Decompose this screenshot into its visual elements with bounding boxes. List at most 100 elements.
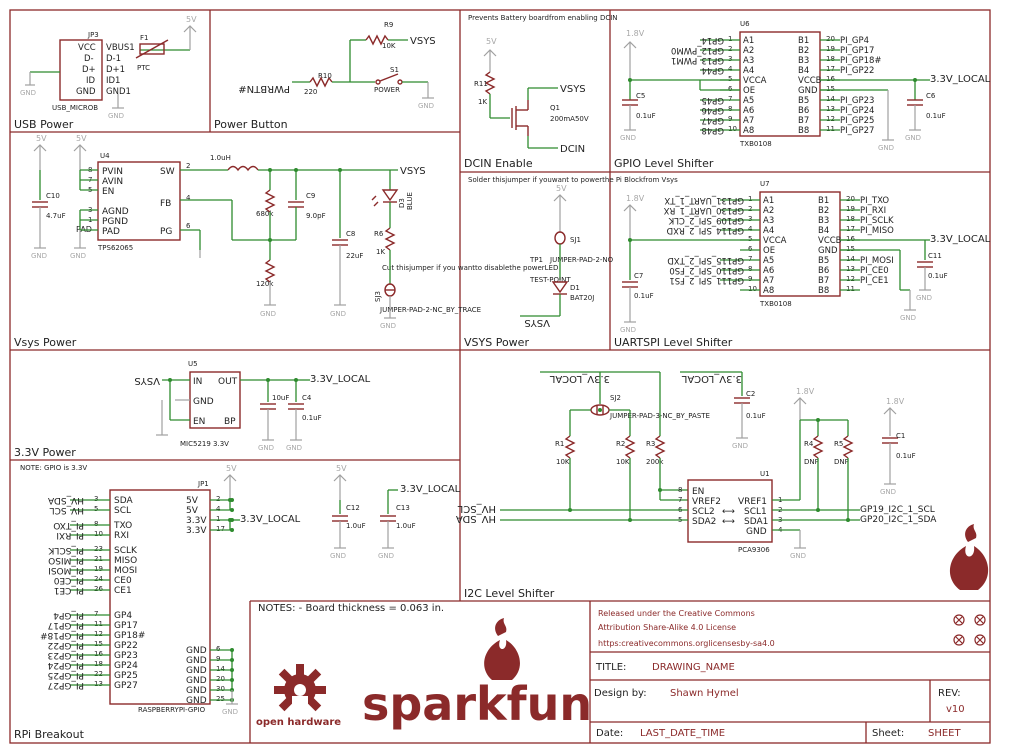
jp1-pin-num: 16 [94,650,103,658]
r5-ref: R5 [834,440,843,448]
i2c-33v-right: 3.3V_LOCAL [681,373,742,384]
open-hardware-text: open hardware [256,717,341,728]
u6-pin-num: 3 [728,55,732,63]
u7-pin-oe: OE [763,246,775,256]
jp1-pin-num: 5 [94,505,98,513]
rev-value: v10 [946,704,965,715]
r10-value: 220 [304,88,317,96]
c13-ref: C13 [396,504,410,512]
license-line3: https:creativecommons.orglicensesby-sa4.… [598,639,775,648]
u6-pin-a8: A8 [743,126,754,136]
uart-shifter-block: U7 TXB0108 A11GP131_UART_1_TXA22GP130_UA… [620,180,991,334]
u7-pin-num: 7 [748,255,752,263]
c7-value: 0.1uF [634,292,654,300]
u4-num-4: 4 [186,194,191,202]
jp1-net-label: PI_RXI [56,530,84,540]
u7-net-label: GP115_SPI_2_TXD [667,255,744,265]
jp1-pin-gp24: GP24 [114,661,138,671]
section-usb-power: USB Power [14,118,74,131]
u7-pin-num: 6 [748,245,753,253]
u6-net-label: GP13_PWM1 [671,55,724,65]
sparkfun-corner-flame-icon [949,524,989,590]
jp1-pin-gnd: GND [186,656,207,666]
jp1-net-label: PI_MOSI [48,565,84,575]
u6-pin-b5: B5 [798,96,809,106]
u5-pin-in: IN [193,377,202,387]
notes: Prevents Battery boardfrom enabling DCIN… [20,14,678,614]
jp1-pin-num: 22 [94,670,103,678]
c10-value: 4.7uF [46,212,66,220]
u7-pin-num: 8 [748,265,752,273]
r3-value: 200k [646,458,664,466]
r9-value: 10K [382,42,396,50]
c9-value: 9.0pF [306,212,326,220]
u6-18v: 1.8V [626,29,645,38]
c7-gnd: GND [620,326,636,334]
u6-pin-num: 9 [728,115,732,123]
sparkfun-flame-icon [484,618,520,680]
u7-pin-num: 19 [846,205,855,213]
c4-value: 0.1uF [302,414,322,422]
u7-ref: U7 [760,180,770,188]
u7-left-pins: A11GP131_UART_1_TXA22GP130_UART_1_RXA33G… [663,195,786,296]
jp1-net-label: PI_GP18# [40,630,84,640]
u6-pin-a1: A1 [743,36,754,46]
r6-value: 1K [376,248,385,256]
jp1-pin-sclk: SCLK [114,546,138,556]
section-i2c-level-shifter: I2C Level Shifter [464,587,555,600]
u6-pin-num: 15 [826,85,835,93]
u4-pin-sw: SW [160,167,175,177]
sheet-value: SHEET [928,728,962,739]
vsys-net-left: VSYS [400,166,426,177]
tp1-value: TEST-POINT [529,276,571,284]
u6-pin-num: 4 [728,65,733,73]
dcin-net: DCIN [560,144,585,155]
license-line1: Released under the Creative Commons [598,609,755,618]
r4-value: DNP [804,458,819,466]
u7-pin-vccb: VCCB [818,236,842,246]
jp1-net-label: PI_GP24 [47,660,84,670]
d3-value: BLUE [406,192,414,210]
u7-part: TXB0108 [759,300,792,308]
dcin-5v: 5V [486,37,497,46]
u6-pin-b4: B4 [798,66,809,76]
c1-ref: C1 [896,432,905,440]
u7-pin-a4: A4 [763,226,774,236]
s1-ref: S1 [390,66,399,74]
u6-pin-b3: B3 [798,56,809,66]
u7-pin-a6: A6 [763,266,774,276]
c11-value: 0.1uF [928,272,948,280]
u7-pin-num: 16 [846,235,855,243]
jp1-left-pins: SDA3HV_SDASCL5HV_SCLTXO8PI_TXORXI10PI_RX… [40,495,145,691]
c6-gnd: GND [905,134,921,142]
d1-ref: D1 [570,284,580,292]
u5-ref: U5 [188,360,198,368]
r1-ref: R1 [555,440,564,448]
u6-pin-b6: B6 [798,106,809,116]
section-rpi-breakout: RPi Breakout [14,728,85,741]
c10-gnd: GND [31,252,47,260]
date-label: Date: [596,728,623,739]
u6-net-label: GP12_PWM0 [671,45,724,55]
u7-pin-gnd: GND [818,246,838,256]
sj3-gnd: GND [380,322,396,330]
u4-pin-avin: AVIN [102,177,123,187]
d1-value: BAT20J [570,294,594,302]
jp1-pin-num: 23 [94,545,103,553]
u4-pin-pad: PAD [102,227,120,237]
u7-net-label: PI_CE0 [860,266,889,276]
r2-value: 10K [616,458,630,466]
u7-net-label: GP110_SPI_2_FS0 [669,265,744,275]
u7-pin-b7: B7 [818,276,829,286]
sheet-frame [9,9,991,744]
jp1-pin-gp25: GP25 [114,671,138,681]
sj2-ref: SJ2 [610,394,621,402]
u4-ref: U4 [100,152,110,160]
jp1-pin-num: 14 [216,665,225,673]
u6-net-label: PI_GP17 [840,46,874,56]
u1-arrow-scl: ⟷ [722,507,735,517]
jp1-pin-33v: 3.3V [186,516,207,526]
r2-ref: R2 [616,440,625,448]
section-power-button: Power Button [214,118,288,131]
u1-gnd: GND [790,552,806,560]
